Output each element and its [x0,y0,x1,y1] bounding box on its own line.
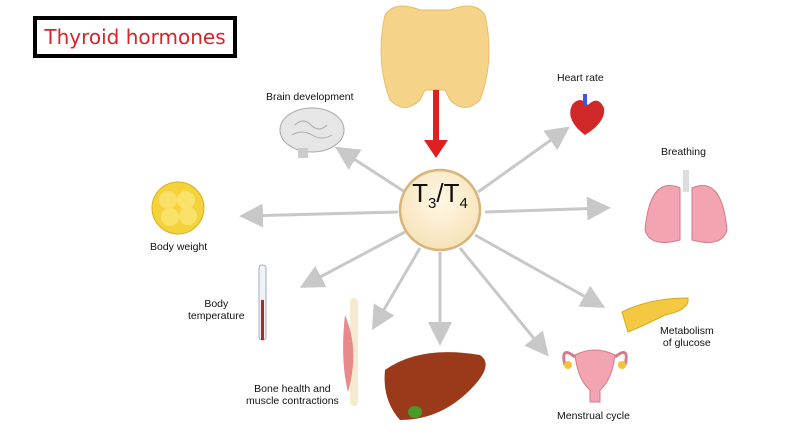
uterus-icon [562,349,628,403]
thermometer-icon [258,264,267,341]
arrow-glucose [474,233,606,308]
pancreas-icon [621,297,689,333]
hormone-label: T3/T4 [412,178,468,213]
muscle-bone-icon [343,298,358,406]
hormone-circle [398,168,482,252]
brain-icon [279,107,345,158]
label-heart-rate: Heart rate [557,72,604,84]
arrow-body-weight [239,203,399,228]
effect-arrows [239,126,611,357]
arrow-heart [477,126,570,194]
arrow-menstrual [458,247,549,357]
label-brain-development: Brain development [266,91,354,103]
label-breathing: Breathing [661,146,706,158]
title-box: Thyroid hormones [33,16,237,58]
liver-icon [384,352,486,420]
label-body-weight: Body weight [150,241,208,253]
arrow-brain [334,146,406,194]
fat-cells-icon [151,181,205,235]
arrow-body-temperature [299,230,406,288]
thyroid-gland [380,5,490,108]
heart-icon [570,94,605,135]
arrow-breathing [484,196,611,221]
lungs-icon [644,170,728,243]
main-arrow [424,90,448,158]
title: Thyroid hormones [44,25,226,49]
arrow-bone [371,247,422,331]
label-menstrual-cycle: Menstrual cycle [557,410,630,422]
